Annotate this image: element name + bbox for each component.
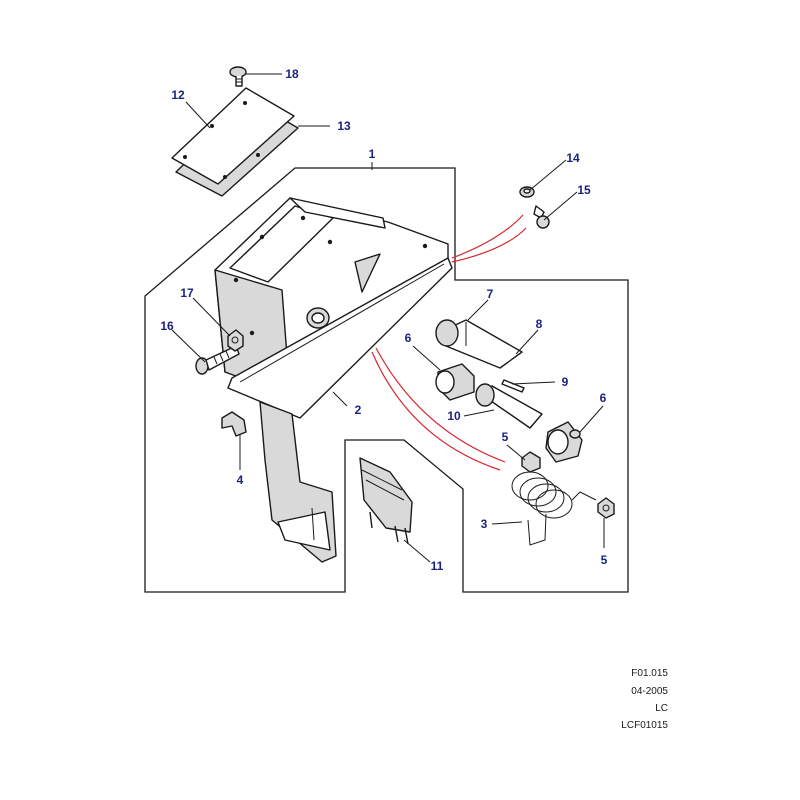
pivot-tube: [435, 319, 523, 369]
spring-bracket: [359, 457, 413, 545]
bush-lower: [545, 421, 583, 463]
cover-screw: [229, 66, 247, 87]
callout-13: 13: [337, 119, 351, 133]
red-link-lower: [371, 351, 501, 471]
pivot-nut: [227, 329, 244, 352]
red-link-lower-2: [375, 347, 506, 463]
callout-16: 16: [160, 319, 174, 333]
callout-15: 15: [577, 183, 591, 197]
assembly-frame: [144, 167, 629, 593]
reference-part-code: LCF01015: [621, 720, 668, 731]
pedal-arm: [259, 401, 337, 563]
red-link-upper: [451, 214, 524, 259]
spring-nut-upper: [521, 451, 541, 473]
reference-date: 04-2005: [631, 686, 668, 697]
callout-14: 14: [566, 151, 580, 165]
callout-6-upper: 6: [405, 331, 412, 345]
shaft: [475, 383, 543, 429]
bolt: [533, 205, 550, 229]
callout-9: 9: [562, 375, 569, 389]
callout-11: 11: [431, 559, 444, 573]
callout-7: 7: [487, 287, 494, 301]
reference-figure: F01.015: [631, 668, 668, 679]
reference-code: LC: [655, 703, 668, 714]
cover-plate: [171, 87, 299, 197]
callout-5-upper: 5: [502, 430, 509, 444]
callout-5-lower: 5: [601, 553, 608, 567]
callout-18: 18: [285, 67, 299, 81]
callout-4: 4: [237, 473, 244, 487]
pivot-bolt: [195, 345, 240, 375]
clip: [221, 411, 247, 437]
callout-10: 10: [447, 409, 461, 423]
callout-8: 8: [536, 317, 543, 331]
callout-2: 2: [355, 403, 362, 417]
bush-upper: [435, 363, 475, 401]
leader-lines: [171, 73, 605, 563]
return-spring: [511, 471, 597, 546]
callout-3: 3: [481, 517, 488, 531]
callout-12: 12: [171, 88, 185, 102]
callout-6-lower: 6: [600, 391, 607, 405]
red-link-upper-2: [451, 227, 527, 263]
callout-1: 1: [369, 147, 376, 161]
gasket: [227, 257, 453, 419]
callout-17: 17: [180, 286, 194, 300]
pin: [501, 379, 525, 393]
spring-nut-lower: [597, 497, 615, 519]
